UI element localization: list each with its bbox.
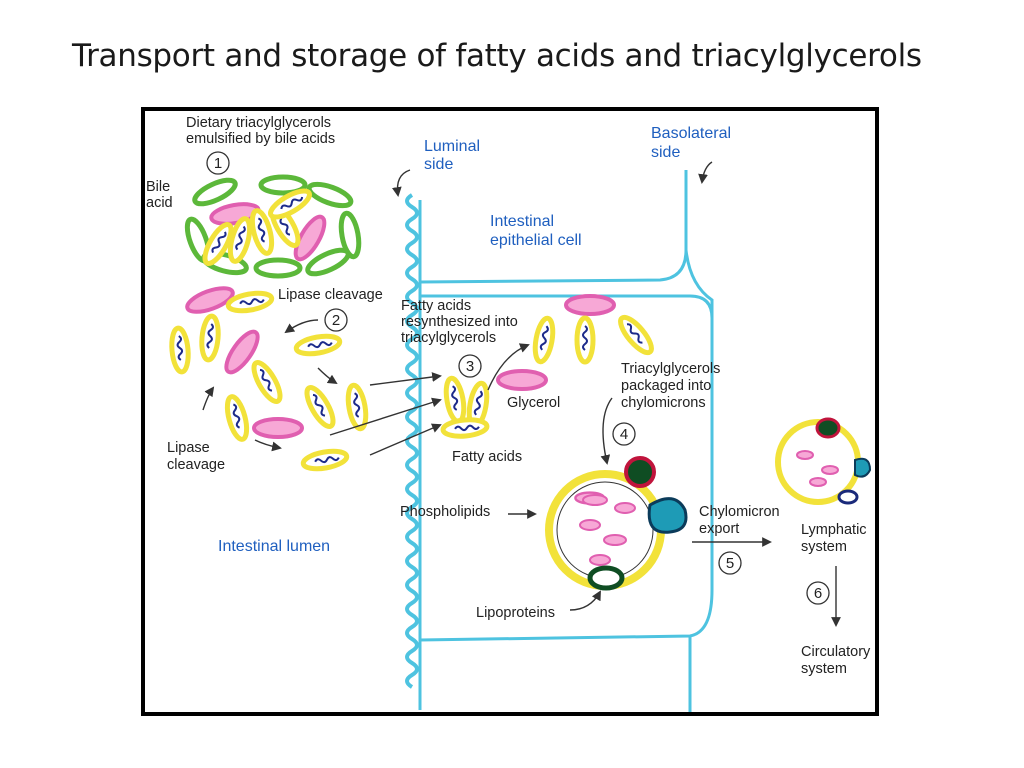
pathway-arrows <box>202 161 841 627</box>
label-resynth-line1: Fatty acids <box>401 298 471 314</box>
label-epithelial-line1: Intestinal <box>490 213 554 230</box>
label-packaged-line1: Triacylglycerols <box>621 361 720 377</box>
chylomicron-in-lymph <box>775 417 872 505</box>
label-lymphatic-line2: system <box>801 539 847 555</box>
label-export-line2: export <box>699 521 739 537</box>
label-resynth-line3: triacylglycerols <box>401 330 496 346</box>
step-1: 1 <box>206 151 230 175</box>
label-lipase-left-line1: Lipase <box>167 440 210 456</box>
bile-acid-micelle <box>183 175 362 278</box>
svg-text:6: 6 <box>814 585 822 602</box>
svg-text:4: 4 <box>620 426 628 443</box>
label-dietary-tag-line1: Dietary triacylglycerols <box>186 115 331 131</box>
step-4: 4 <box>612 422 636 446</box>
resynthesized-triacylglycerol <box>532 294 656 363</box>
chylomicron-in-cell <box>545 456 688 591</box>
label-epithelial-line2: epithelial cell <box>490 232 582 249</box>
label-packaged-line3: chylomicrons <box>621 395 706 411</box>
svg-text:2: 2 <box>332 312 340 329</box>
svg-text:5: 5 <box>726 555 734 572</box>
svg-text:3: 3 <box>466 358 474 375</box>
basolateral-membrane <box>419 170 714 712</box>
label-circulatory-line1: Circulatory <box>801 644 871 660</box>
label-luminal-line1: Luminal <box>424 138 480 155</box>
label-intestinal-lumen: Intestinal lumen <box>218 538 330 555</box>
label-fatty-acids: Fatty acids <box>452 449 522 465</box>
label-circulatory-line2: system <box>801 661 847 677</box>
label-lymphatic-line1: Lymphatic <box>801 522 867 538</box>
step-2: 2 <box>324 308 348 332</box>
label-export-line1: Chylomicron <box>699 504 780 520</box>
svg-text:1: 1 <box>214 155 222 172</box>
step-5: 5 <box>718 551 742 575</box>
label-resynth-line2: resynthesized into <box>401 314 518 330</box>
label-phospholipids: Phospholipids <box>400 504 490 520</box>
label-basolateral-line1: Basolateral <box>651 125 731 142</box>
diagram-frame <box>141 107 879 716</box>
label-basolateral-line2: side <box>651 144 680 161</box>
label-luminal-line2: side <box>424 156 453 173</box>
step-3: 3 <box>458 354 482 378</box>
label-glycerol: Glycerol <box>507 395 560 411</box>
slide-title: Transport and storage of fatty acids and… <box>72 38 922 74</box>
label-packaged-line2: packaged into <box>621 378 711 394</box>
label-dietary-tag-line2: emulsified by bile acids <box>186 131 335 147</box>
label-lipase-cleavage-top: Lipase cleavage <box>278 287 383 303</box>
step-6: 6 <box>806 581 830 605</box>
luminal-membrane <box>405 193 422 710</box>
label-lipase-left-line2: cleavage <box>167 457 225 473</box>
label-lipoproteins: Lipoproteins <box>476 605 555 621</box>
label-bile-acid-line2: acid <box>146 195 173 211</box>
label-bile-acid-line1: Bile <box>146 179 170 195</box>
